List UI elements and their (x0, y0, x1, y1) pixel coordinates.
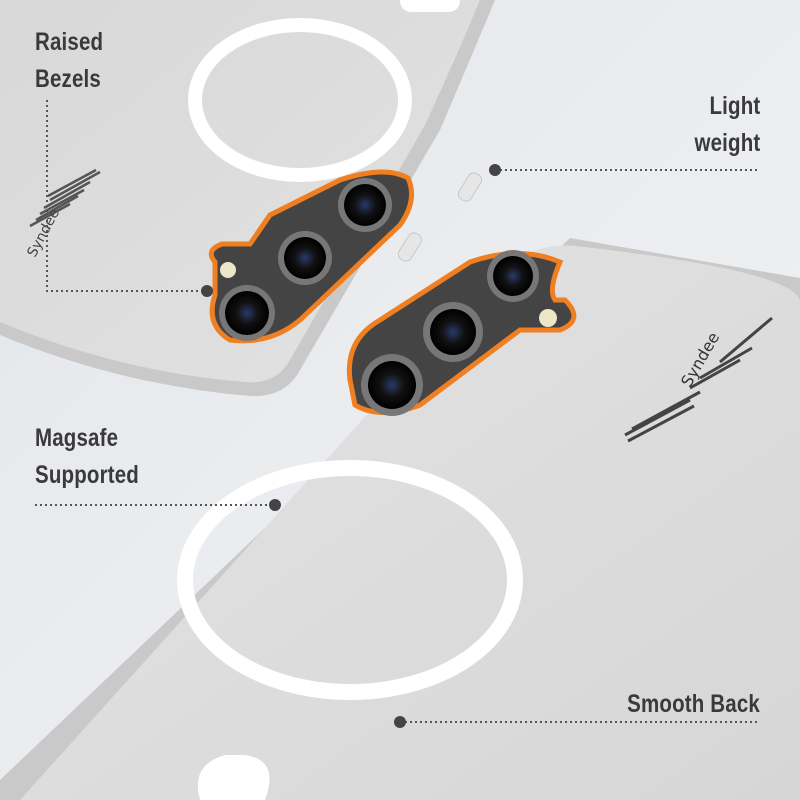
feature-light-weight: Light weight (694, 88, 760, 162)
barcode-top (29, 168, 101, 228)
marker-dot (394, 716, 406, 728)
phone-case-top: Syndee (0, 0, 495, 397)
feature-label: Light (709, 92, 760, 120)
feature-raised-bezels: Raised Bezels (35, 24, 103, 98)
feature-label: Bezels (35, 65, 101, 93)
phone-case-bottom: Syndee (0, 238, 800, 800)
barcode-bottom (624, 316, 773, 443)
camera-island-top (208, 169, 415, 344)
magsafe-ring-bottom (177, 460, 523, 700)
marker-dot (269, 499, 281, 511)
magsafe-ring-top (188, 18, 412, 182)
marker-dot (489, 164, 501, 176)
marker-dot (201, 285, 213, 297)
feature-magsafe-supported: Magsafe Supported (35, 420, 139, 494)
feature-label: weight (694, 129, 760, 157)
leader-lines (35, 100, 760, 723)
feature-label: Supported (35, 461, 139, 489)
feature-label: Raised (35, 28, 104, 56)
camera-island-bottom (346, 250, 577, 416)
feature-label: Magsafe (35, 424, 119, 452)
feature-label: Smooth Back (627, 690, 760, 718)
feature-smooth-back: Smooth Back (627, 686, 760, 723)
